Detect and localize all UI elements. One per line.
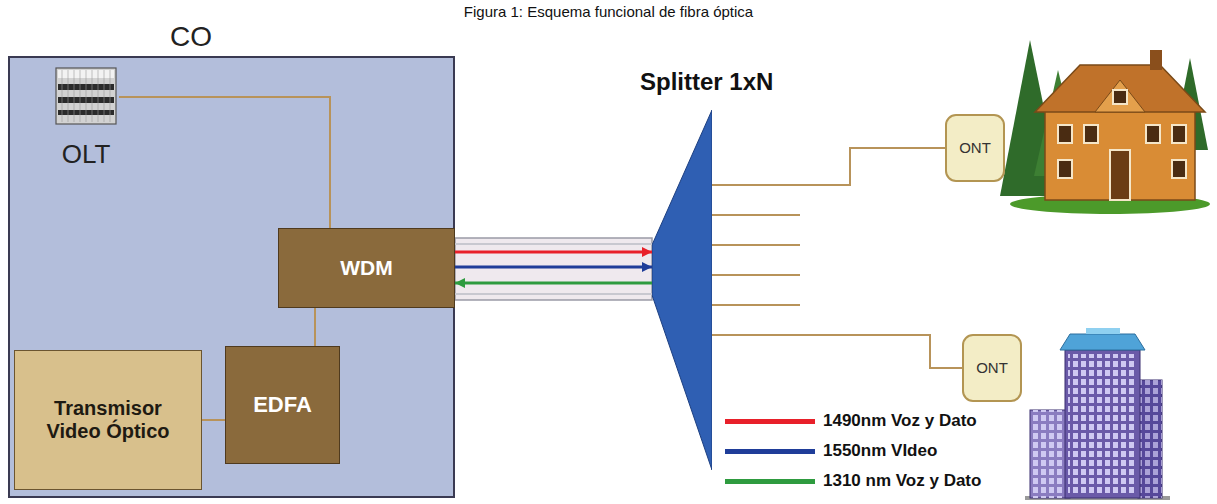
window [1146, 125, 1160, 143]
olt-rack-icon [56, 68, 116, 124]
video-transmitter-box: Transmisor Video Óptico [14, 350, 202, 490]
connector [202, 419, 225, 421]
splitter-triangle: Splitter 1xN [652, 110, 712, 470]
legend-row: 1490nm Voz y Dato [725, 406, 981, 436]
node-label: OLT [62, 140, 111, 170]
building-windows [1068, 354, 1137, 496]
house-wall [1045, 110, 1195, 200]
splitter-output [712, 304, 800, 306]
connector [455, 266, 652, 269]
fiber-strand [455, 293, 652, 295]
legend-text: 1550nm VIdeo [823, 441, 937, 461]
legend-swatch [725, 479, 815, 484]
chimney [1150, 50, 1162, 70]
figure-title: Figura 1: Esquema funcional de fibra ópt… [0, 3, 1217, 20]
splitter-shape [652, 110, 712, 470]
central-office-box: COOLTWDMTransmisor Video ÓpticoEDFA [8, 56, 455, 498]
gable [1095, 80, 1145, 112]
roof-top [1086, 328, 1120, 334]
house-roof [1035, 65, 1205, 112]
building-roof [1060, 334, 1145, 350]
office-building-illustration [1025, 328, 1170, 500]
connector [455, 282, 652, 285]
legend-row: 1310 nm Voz y Dato [725, 466, 981, 496]
node-label: Splitter 1xN [640, 68, 773, 96]
node-label: Transmisor Video Óptico [38, 397, 178, 443]
building-windows [1030, 410, 1070, 498]
building-wing [1030, 410, 1070, 498]
legend-swatch [725, 419, 815, 424]
connector [314, 308, 316, 346]
splitter-outputs [712, 215, 800, 305]
fiber-sheath [455, 238, 652, 300]
building-wing [1138, 380, 1162, 498]
legend-row: 1550nm VIdeo [725, 436, 981, 466]
window [1058, 160, 1072, 178]
connector [119, 97, 330, 228]
fiber-cable [455, 238, 652, 300]
legend: 1490nm Voz y Dato 1550nm VIdeo 1310 nm Voz… [725, 406, 981, 496]
window [1172, 125, 1186, 143]
splitter-output [712, 274, 800, 276]
node-label: ONT [959, 139, 991, 156]
edfa-box: EDFA [225, 346, 340, 464]
olt-device: OLT [53, 66, 119, 170]
node-label: WDM [340, 256, 392, 280]
legend-swatch [725, 449, 815, 454]
rack-grille [62, 70, 110, 122]
wdm-box: WDM [278, 228, 455, 308]
building-tower [1065, 350, 1140, 498]
node-label: ONT [976, 359, 1008, 376]
building-windows [1138, 380, 1162, 498]
window [1113, 90, 1127, 104]
connector [455, 251, 652, 254]
splitter-output [712, 244, 800, 246]
window [1058, 125, 1072, 143]
node-label: CO [170, 21, 212, 53]
legend-text: 1490nm Voz y Dato [823, 411, 977, 431]
connector [712, 335, 962, 368]
window [1172, 160, 1186, 178]
door [1110, 150, 1130, 200]
ont-box: ONT [962, 334, 1022, 402]
house-illustration [1000, 40, 1210, 214]
splitter-output [712, 214, 800, 216]
node-label: EDFA [253, 392, 312, 417]
ont-box: ONT [945, 114, 1005, 182]
central-office-ground [8, 56, 455, 498]
legend-text: 1310 nm Voz y Dato [823, 471, 981, 491]
fiber-strand [455, 243, 652, 245]
rack-body [56, 68, 116, 124]
window [1084, 125, 1098, 143]
connector [712, 148, 945, 185]
splitter-polygon [652, 110, 712, 470]
